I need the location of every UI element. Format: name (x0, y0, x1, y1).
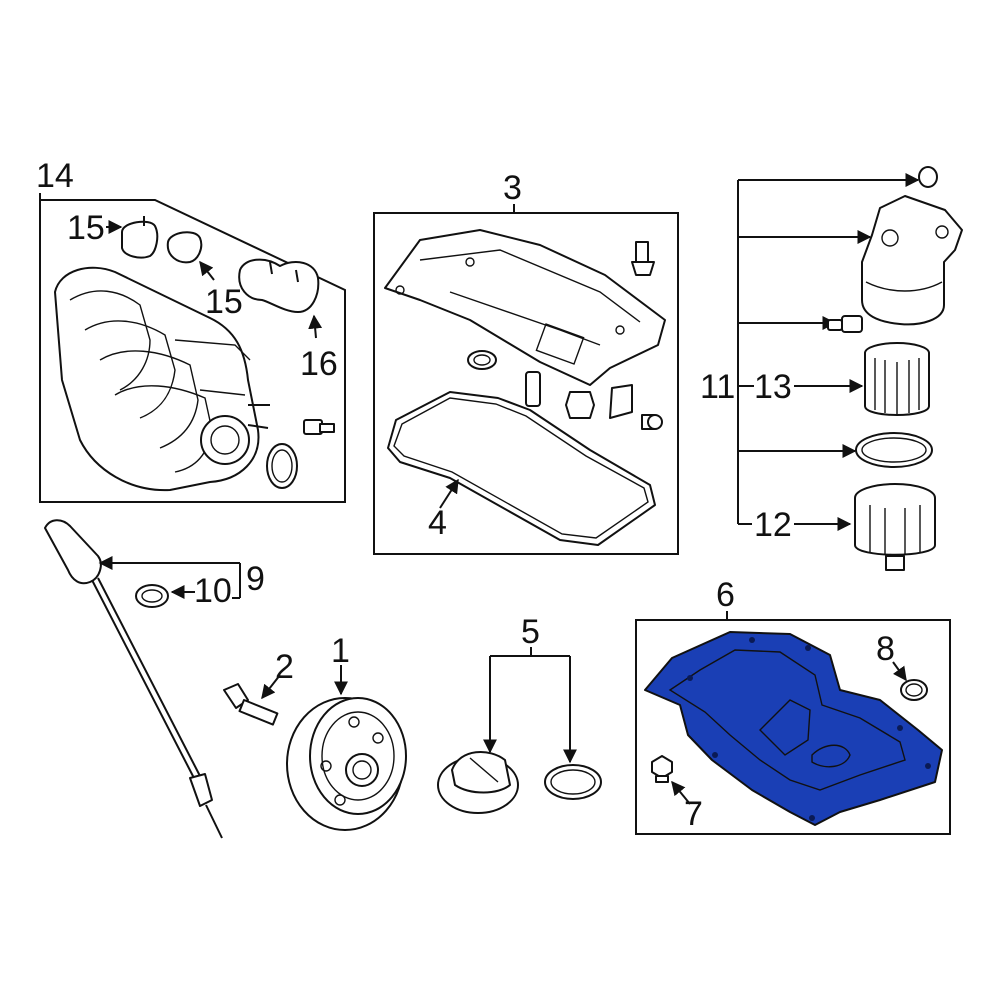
intake-manifold[interactable] (54, 266, 270, 492)
filler-cap-group: 5 (437, 613, 602, 814)
leader-16 (308, 314, 323, 339)
callout-12: 12 (754, 506, 792, 544)
callout-14: 14 (36, 157, 74, 195)
gasket-15b[interactable] (166, 231, 203, 264)
valve-cover-box (373, 212, 679, 555)
filter-cap-o-ring[interactable] (855, 432, 933, 468)
filter-o-ring-small[interactable] (918, 166, 938, 188)
crank-pulley-bolt[interactable] (223, 683, 279, 726)
cover-bracket[interactable] (609, 384, 633, 419)
oil-pan-group: 6 8 7 (635, 576, 951, 835)
callout-16: 16 (300, 345, 338, 383)
cover-bolt[interactable] (641, 414, 663, 430)
dipstick-group: 9 10 (44, 519, 265, 839)
oil-drain-plug[interactable] (651, 755, 673, 783)
crank-pulley-group: 1 (286, 632, 407, 831)
cam-sensor[interactable] (631, 241, 655, 276)
oil-dipstick[interactable] (44, 519, 223, 839)
valve-cover-seal-ring[interactable] (467, 350, 497, 370)
callout-1: 1 (331, 632, 350, 670)
oil-pan-box (635, 619, 951, 835)
callout-2: 2 (275, 648, 294, 686)
valve-cover-gasket[interactable] (387, 391, 656, 546)
oil-filter-housing[interactable] (861, 195, 963, 326)
callout-3: 3 (503, 169, 522, 207)
oil-filter-group: 11 13 12 (700, 166, 963, 571)
callout-8: 8 (876, 630, 895, 668)
crankshaft-pulley[interactable] (286, 697, 407, 831)
oil-filler-cap[interactable] (437, 750, 519, 814)
valve-cover[interactable] (384, 229, 666, 386)
leader-15b (199, 260, 215, 281)
callout-4: 4 (428, 504, 447, 542)
callout-5: 5 (521, 613, 540, 651)
gasket-15a[interactable] (121, 220, 159, 259)
intake-manifold-box (39, 199, 346, 503)
leader-2 (261, 674, 281, 700)
manifold-bolt[interactable] (303, 419, 335, 435)
dipstick-o-ring[interactable] (135, 584, 169, 608)
leader-8 (892, 661, 907, 682)
cover-nut[interactable] (565, 391, 595, 419)
callout-10: 10 (194, 572, 232, 610)
filler-cap-seal[interactable] (544, 764, 602, 800)
oil-filter-cap[interactable] (854, 483, 936, 571)
crank-bolt-group: 2 (223, 648, 294, 726)
pcv-tube[interactable] (525, 371, 541, 407)
intake-manifold-group: 14 15 15 (36, 157, 346, 503)
oil-pressure-switch[interactable] (827, 315, 863, 333)
callout-15a: 15 (67, 209, 105, 247)
gasket-16[interactable] (238, 258, 320, 313)
oil-filter-element[interactable] (864, 342, 930, 416)
leader-7 (671, 780, 691, 805)
oil-pan[interactable] (644, 631, 943, 826)
callout-15b: 15 (205, 283, 243, 321)
leader-4 (439, 478, 459, 509)
oil-pan-drain-gasket[interactable] (900, 679, 928, 701)
callout-13: 13 (754, 368, 792, 406)
callout-6: 6 (716, 576, 735, 614)
callout-7: 7 (684, 795, 703, 833)
callout-9: 9 (246, 560, 265, 598)
callout-11: 11 (700, 368, 735, 406)
valve-cover-group: 3 (373, 169, 679, 555)
throttle-o-ring[interactable] (266, 443, 298, 489)
